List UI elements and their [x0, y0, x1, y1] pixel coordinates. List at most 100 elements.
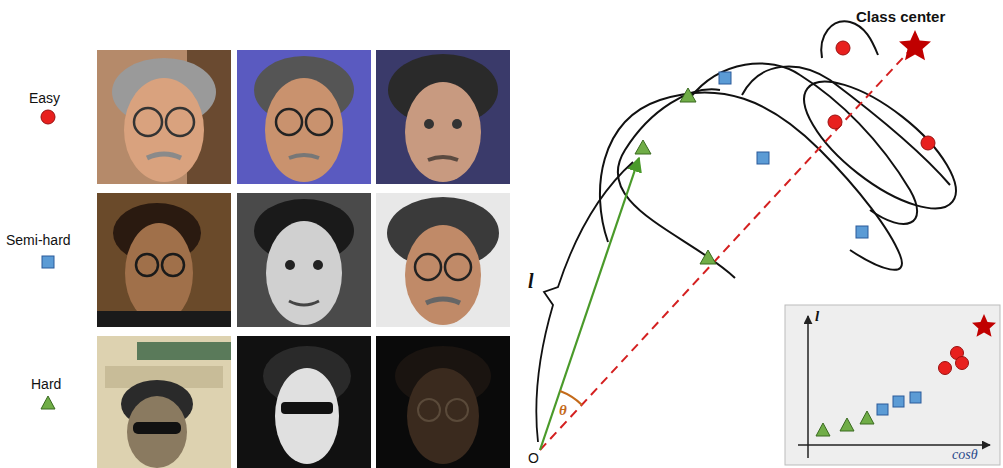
face-photo-part	[376, 50, 510, 184]
face-photo-part	[313, 260, 323, 270]
face-photo-part	[97, 193, 231, 327]
face-photo	[376, 336, 510, 468]
face-photo-part	[289, 301, 319, 305]
face-photo-part	[136, 254, 158, 276]
class-center-star	[899, 30, 931, 60]
face-photo-part	[405, 225, 481, 325]
feature-curves-part	[600, 92, 902, 269]
face-photo	[97, 336, 231, 468]
inset-plot-part-part	[840, 418, 854, 431]
easy-samples-part	[921, 136, 935, 150]
semi-hard-symbol	[42, 256, 54, 268]
face-photo-part	[125, 223, 193, 323]
inset-plot-part	[807, 316, 809, 458]
face-photo-part	[97, 336, 231, 468]
face-photo	[237, 336, 371, 468]
inset-plot-part-part	[877, 404, 888, 415]
face-photo-part	[134, 108, 162, 136]
face-photo-part	[407, 368, 479, 464]
hard-symbol	[41, 396, 55, 409]
axis-label: cosθ	[952, 447, 978, 463]
semi-hard-samples-part	[757, 152, 769, 164]
face-photo-part	[424, 119, 434, 129]
inset-plot-part-part	[860, 411, 874, 424]
feature-curves-part	[618, 89, 735, 278]
face-photo-part	[306, 109, 332, 135]
inset-plot-part	[816, 411, 874, 436]
inset-plot-part-part	[956, 357, 969, 370]
face-photo-part	[124, 78, 204, 182]
inset-plot-part	[972, 314, 996, 337]
feature-vector	[540, 158, 639, 450]
face-photo-part	[415, 254, 441, 280]
face-photo	[97, 193, 231, 327]
face-photo-part	[275, 368, 339, 464]
inset-plot-part	[877, 392, 921, 415]
inset-plot-part	[785, 305, 1000, 465]
face-photo-part	[418, 399, 440, 421]
face-photo-part	[147, 154, 181, 158]
feature-curves	[600, 21, 975, 278]
face-photo-part	[237, 50, 371, 184]
face-photo-part	[289, 155, 319, 158]
face-photo-part	[265, 78, 343, 182]
hard-samples-part	[635, 140, 651, 154]
semi-hard-samples-part	[856, 226, 868, 238]
face-photo-part	[266, 221, 342, 325]
hard-samples	[635, 88, 716, 264]
easy-samples	[828, 41, 935, 150]
origin-label: O	[528, 450, 539, 466]
feature-curves-part	[785, 60, 974, 230]
face-photo-part	[97, 311, 231, 327]
face-photo	[97, 50, 231, 184]
face-photo-part	[133, 422, 181, 434]
face-photo-part	[237, 336, 371, 468]
row-label: Easy	[29, 90, 60, 106]
face-photo-part	[452, 119, 462, 129]
row-label: Semi-hard	[6, 232, 71, 248]
easy-symbol	[41, 110, 55, 124]
semi-hard-samples-part	[719, 72, 731, 84]
angle-label: θ	[559, 402, 567, 419]
face-photo-part	[162, 254, 184, 276]
inset-plot-part	[939, 347, 969, 375]
face-photo-part	[137, 342, 231, 360]
length-brace	[536, 162, 633, 442]
inset-plot-part	[798, 444, 990, 446]
face-photo	[376, 193, 510, 327]
face-photo-part	[276, 109, 302, 135]
hard-samples-part	[680, 88, 696, 102]
face-photo-part	[237, 193, 371, 327]
inset-plot-part-part	[893, 396, 904, 407]
inset-plot-part-part	[939, 362, 952, 375]
axis-label: l	[815, 308, 819, 325]
face-photo-part	[281, 402, 333, 414]
face-photo-part	[97, 50, 231, 184]
face-photo-part	[285, 260, 295, 270]
face-photo-part	[127, 396, 187, 468]
face-photo-part	[426, 299, 460, 303]
row-label: Hard	[31, 376, 61, 392]
semi-hard-samples	[719, 72, 868, 238]
face-photo-part	[428, 157, 458, 160]
hard-samples-part	[700, 250, 716, 264]
feature-curves-part	[690, 63, 917, 223]
feature-curves-part	[742, 66, 950, 185]
face-photo	[237, 50, 371, 184]
face-photo	[237, 193, 371, 327]
face-photo-part	[446, 399, 468, 421]
feature-curves-part	[821, 21, 878, 58]
easy-samples-part	[828, 115, 842, 129]
class-center-label: Class center	[856, 8, 945, 25]
inset-plot	[785, 305, 1000, 465]
length-label: l	[528, 270, 534, 293]
inset-plot-part-part	[816, 423, 830, 436]
face-photo-part	[405, 82, 481, 182]
face-photo	[376, 50, 510, 184]
inset-plot-part-part	[910, 392, 921, 403]
face-photo-part	[376, 336, 510, 468]
face-photo-part	[445, 254, 471, 280]
